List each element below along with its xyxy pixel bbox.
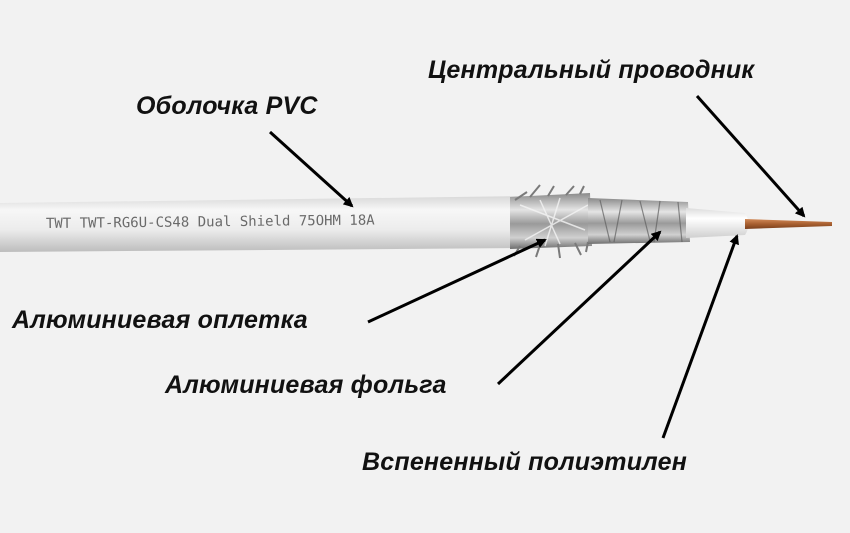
arrow-center-conductor (695, 95, 806, 218)
label-center-conductor: Центральный проводник (428, 56, 755, 84)
label-foamed-pe: Вспененный полиэтилен (362, 448, 687, 476)
label-pvc-jacket: Оболочка PVC (136, 92, 318, 120)
arrow-pvc-jacket (268, 130, 354, 208)
arrow-foamed-pe (661, 234, 739, 439)
aluminum-foil (588, 198, 690, 244)
pvc-jacket (0, 196, 528, 252)
aluminum-braid (510, 184, 592, 259)
foamed-pe-dielectric (686, 208, 749, 238)
cable-print-text: TWT TWT-RG6U-CS48 Dual Shield 75OHM 18A (46, 213, 375, 232)
arrow-aluminum-braid (367, 238, 547, 324)
arrow-aluminum-foil (496, 230, 662, 386)
label-aluminum-foil: Алюминиевая фольга (165, 371, 447, 399)
label-aluminum-braid: Алюминиевая оплетка (12, 306, 308, 334)
copper-center-conductor (745, 219, 832, 229)
